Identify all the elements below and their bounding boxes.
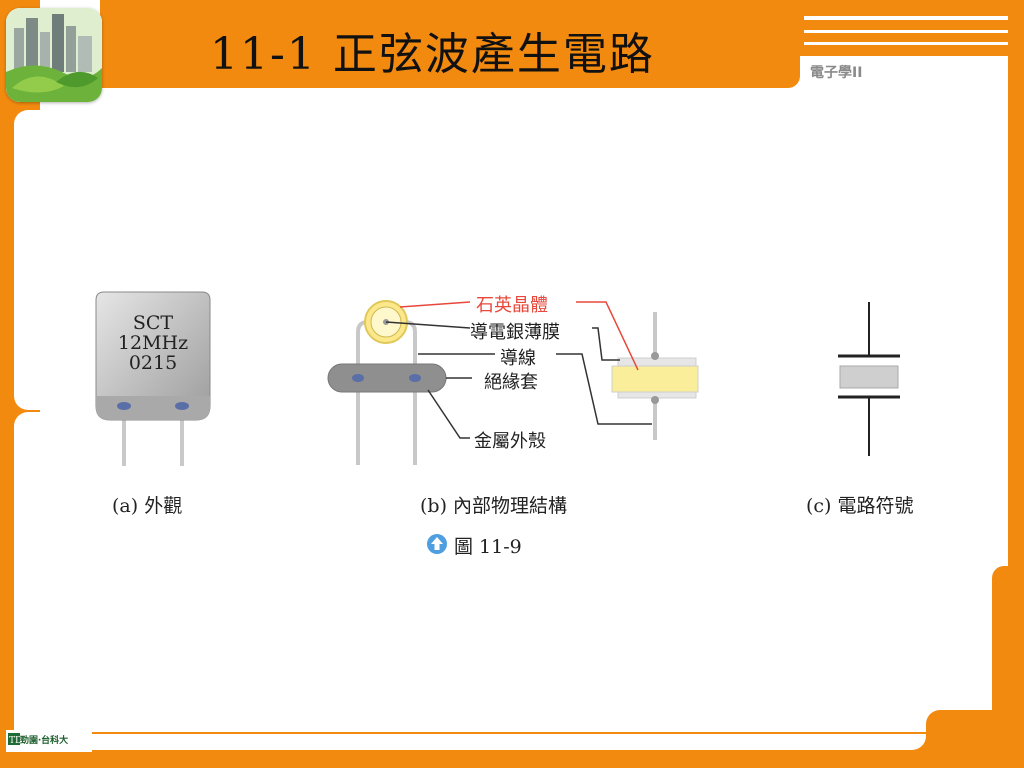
crystal-internal-structure	[327, 300, 699, 465]
frame-right	[1008, 0, 1024, 768]
publisher-logo	[6, 730, 92, 752]
corner-illustration	[6, 8, 102, 102]
crystal-pin	[180, 402, 184, 466]
decor-line	[804, 42, 1008, 45]
frame-left-cutout	[14, 110, 40, 410]
publisher-name: 勁園‧台科大	[20, 736, 69, 746]
svg-text:TD: TD	[9, 736, 20, 745]
pin-hole	[352, 374, 364, 382]
decor-line	[804, 30, 1008, 33]
decor-line	[804, 16, 1008, 20]
caption-a: (a) 外觀	[112, 495, 183, 517]
title-bar	[100, 0, 800, 88]
crystal-appearance	[95, 291, 211, 466]
publisher-logo-icon: TD	[8, 733, 20, 745]
quartz-slab	[611, 365, 699, 393]
label-insulator: 絕緣套	[484, 372, 538, 393]
crystal-marking-line1: SCT	[132, 312, 174, 334]
lead-wire	[398, 320, 417, 465]
crystal-pin	[122, 402, 126, 466]
caption-b: (b) 內部物理結構	[420, 495, 568, 517]
frame-right-lower	[992, 566, 1008, 736]
label-metal-case: 金屬外殼	[474, 431, 546, 452]
caption-c: (c) 電路符號	[806, 495, 914, 517]
frame-left-cutout-lower	[14, 412, 40, 732]
page-title: 11-1 正弦波產生電路	[210, 29, 655, 80]
insulator-sleeve	[327, 363, 447, 393]
pin-hole	[117, 402, 131, 410]
subject-label: 電子學II	[810, 65, 863, 81]
frame-bottom-right	[926, 710, 1008, 750]
figure-number: 圖 11-9	[454, 536, 522, 558]
label-silver-film: 導電銀薄膜	[470, 322, 560, 343]
label-quartz: 石英晶體	[476, 295, 548, 316]
arrow-up-icon[interactable]	[426, 533, 448, 555]
frame-bottom-cutout	[92, 734, 926, 750]
pin-hole	[175, 402, 189, 410]
label-wire: 導線	[500, 348, 536, 369]
pin-hole	[409, 374, 421, 382]
crystal-marking-line2: 12MHz	[117, 332, 189, 354]
crystal-marking-line3: 0215	[128, 352, 178, 374]
crystal-circuit-symbol	[838, 302, 900, 456]
frame-top-right	[800, 0, 1024, 56]
